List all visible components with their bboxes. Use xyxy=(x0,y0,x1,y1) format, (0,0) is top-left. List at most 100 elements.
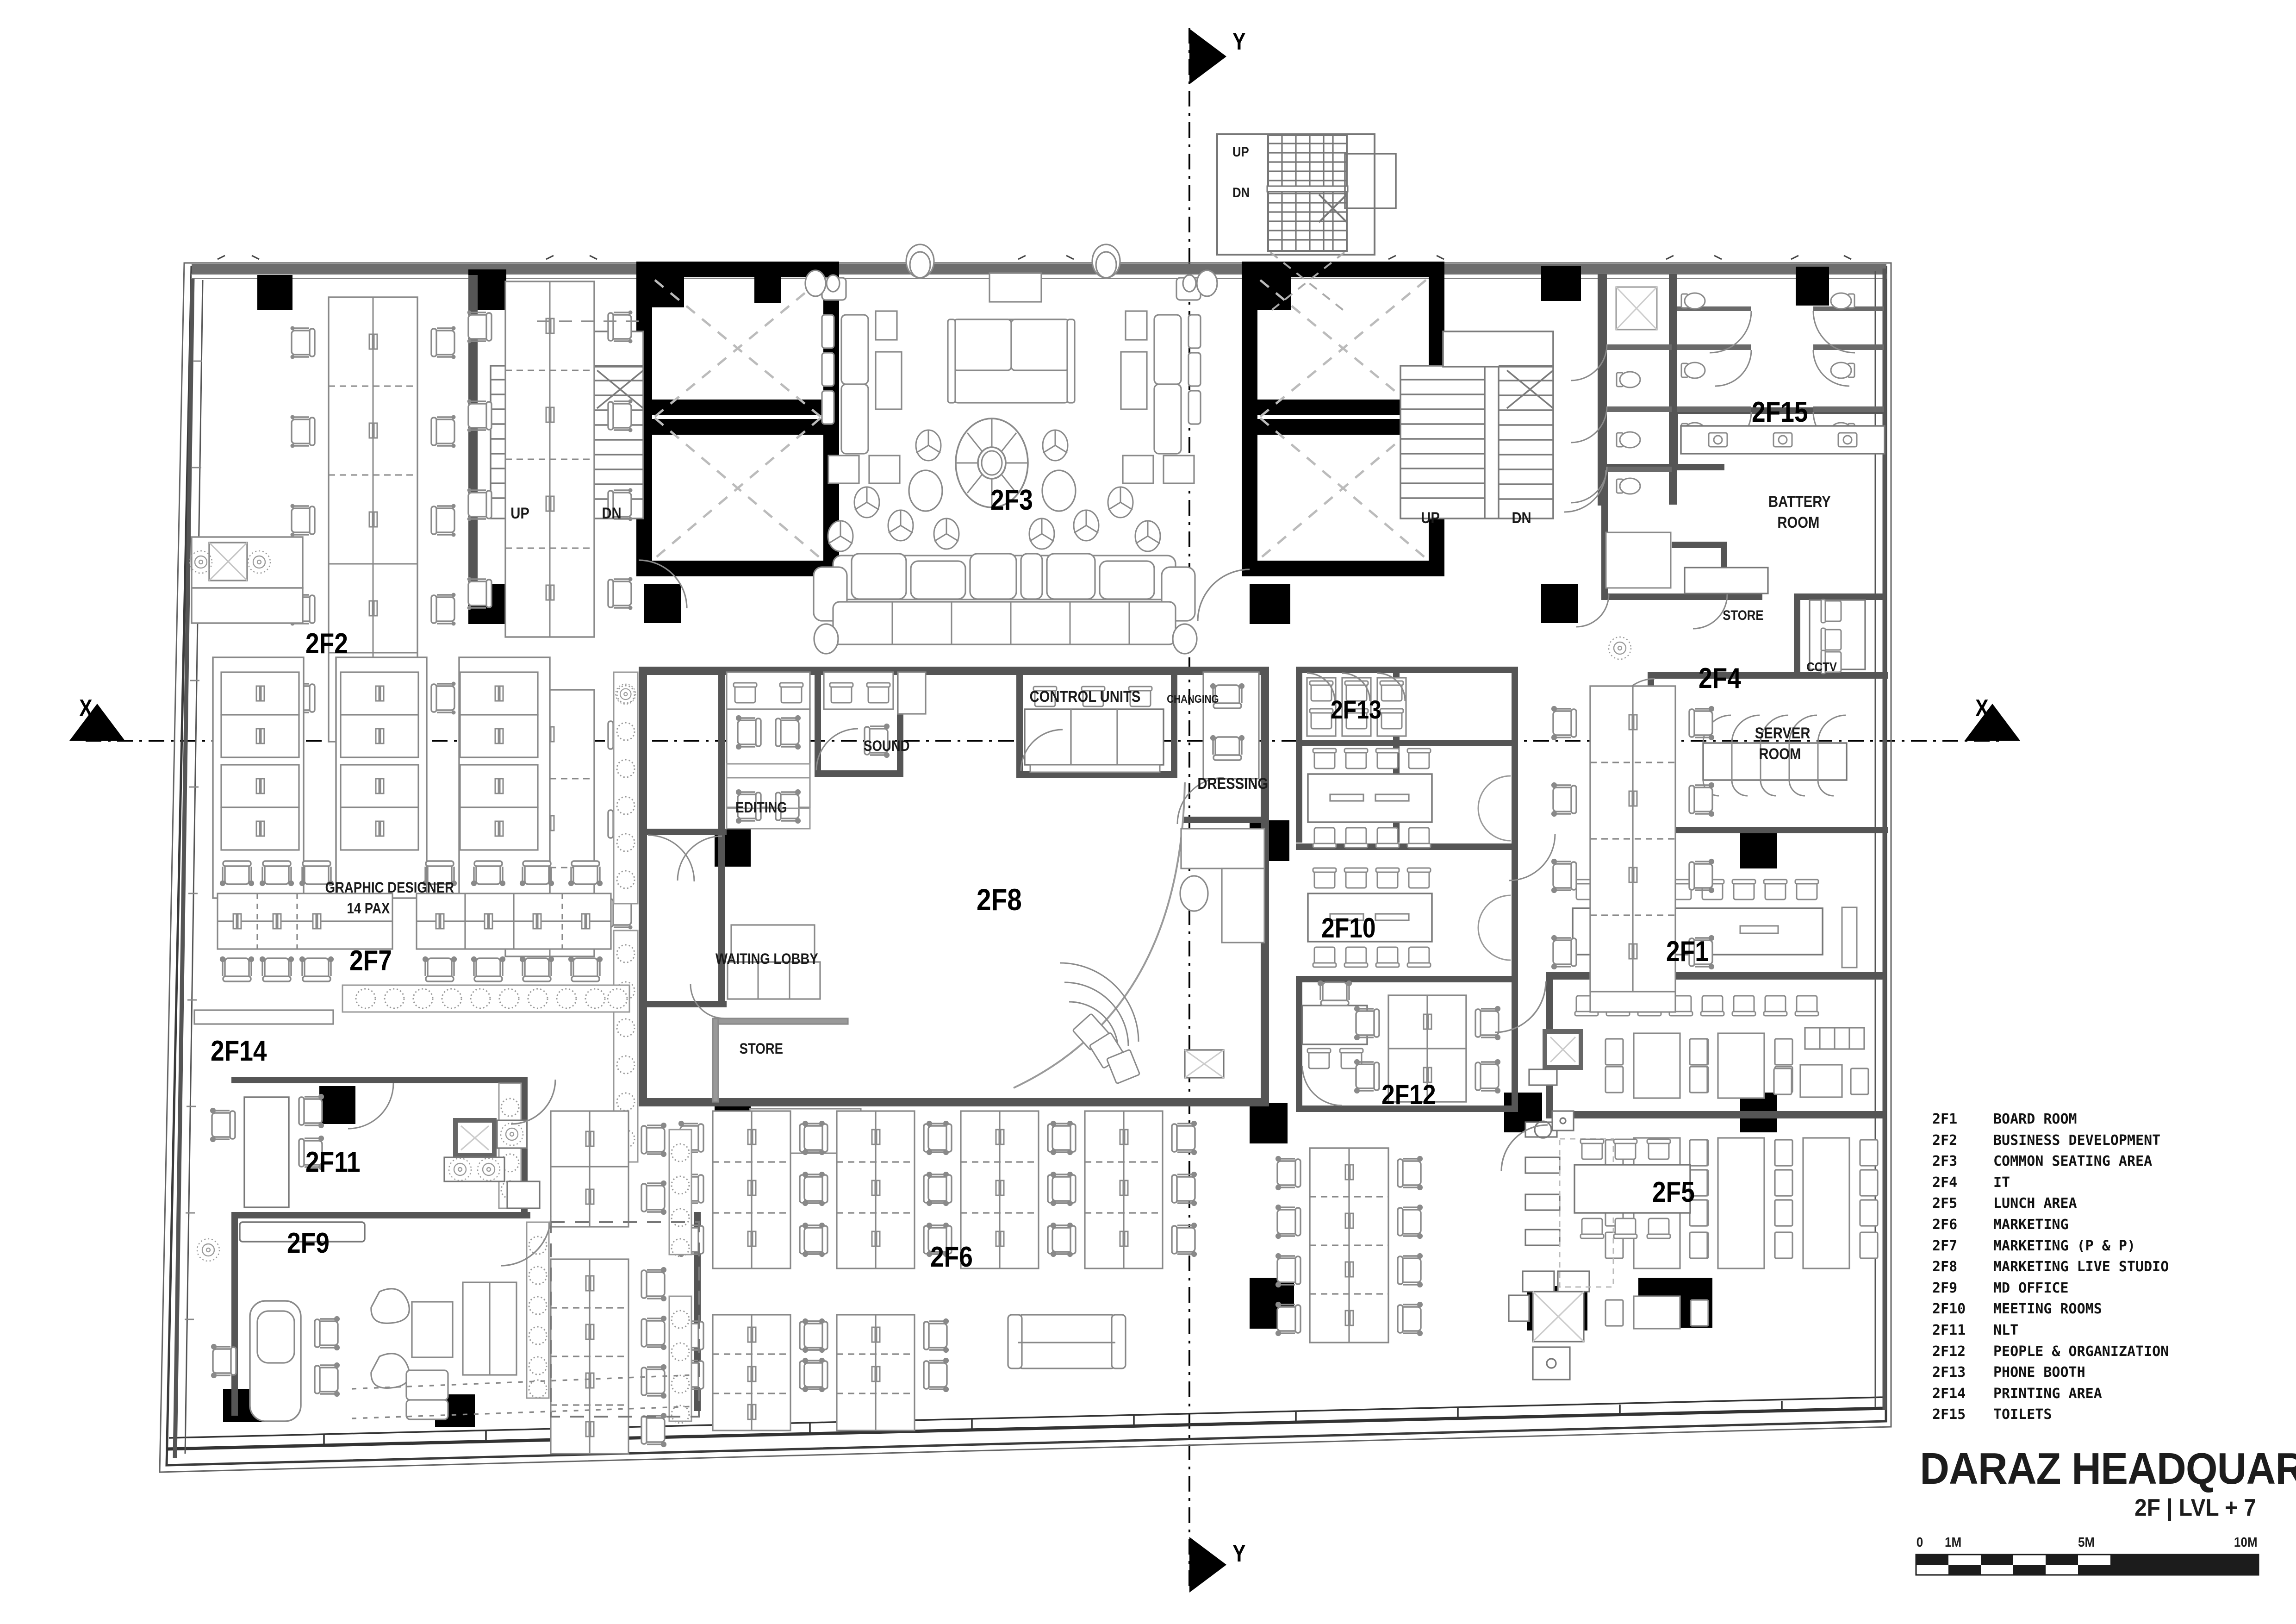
legend-code: 2F6 xyxy=(1932,1216,1958,1233)
axis-label-x-left: X xyxy=(79,695,93,722)
label-store-it: STORE xyxy=(1723,608,1764,623)
legend-row: 2F2 BUSINESS DEVELOPMENT xyxy=(1932,1130,2169,1151)
scale-bar-graphic xyxy=(1915,1554,2259,1576)
project-title: DARAZ HEADQUARTERS xyxy=(1920,1444,2296,1493)
zone-2F7 xyxy=(217,860,630,1013)
room-code-2F2: 2F2 xyxy=(305,628,348,660)
legend-name: BOARD ROOM xyxy=(1993,1111,2077,1127)
legend-name: MARKETING xyxy=(1993,1216,2069,1233)
zone-2F9 xyxy=(196,1118,700,1422)
zone-2F15 xyxy=(1570,286,1885,504)
zone-2F4 xyxy=(1564,470,1866,797)
label-cctv: CCTV xyxy=(1806,660,1837,674)
scale-tick-1m: 1M xyxy=(1945,1535,1962,1550)
legend-code: 2F11 xyxy=(1932,1322,1966,1338)
axis-marker-y-bottom xyxy=(1189,1537,1226,1593)
legend-name: PRINTING AREA xyxy=(1993,1385,2102,1402)
room-code-2F1: 2F1 xyxy=(1666,936,1709,968)
legend-code: 2F12 xyxy=(1932,1343,1966,1360)
room-code-2F7: 2F7 xyxy=(349,945,392,977)
legend-code: 2F3 xyxy=(1932,1153,1958,1170)
label-stair-dn-top: DN xyxy=(1232,185,1250,200)
zone-2F2-lower-desks xyxy=(220,671,539,851)
axis-label-y-top: Y xyxy=(1232,28,1246,55)
legend-code: 2F5 xyxy=(1932,1195,1958,1212)
label-stair-up-top: UP xyxy=(1232,144,1249,160)
room-code-2F3: 2F3 xyxy=(990,484,1033,516)
legend-name: NLT xyxy=(1993,1322,2019,1338)
zone-2F6 xyxy=(550,1110,1197,1455)
room-code-2F4: 2F4 xyxy=(1699,662,1741,694)
axis-label-y-bottom: Y xyxy=(1232,1540,1246,1567)
legend-row: 2F1 BOARD ROOM xyxy=(1932,1109,2169,1130)
zone-2F13 xyxy=(1306,672,1407,737)
legend-code: 2F1 xyxy=(1932,1111,1958,1127)
legend-name: MD OFFICE xyxy=(1993,1280,2069,1296)
room-code-2F13: 2F13 xyxy=(1331,695,1381,724)
label-store-studio: STORE xyxy=(739,1040,783,1057)
legend-code: 2F9 xyxy=(1932,1280,1958,1296)
room-code-2F11: 2F11 xyxy=(305,1146,361,1178)
zone-2F12 xyxy=(1275,980,1691,1380)
room-code-2F15: 2F15 xyxy=(1752,396,1808,428)
label-dressing: DRESSING xyxy=(1197,775,1269,793)
label-control-units: CONTROL UNITS xyxy=(1029,688,1141,706)
scale-tick-0: 0 xyxy=(1916,1535,1923,1550)
legend-code: 2F10 xyxy=(1932,1301,1966,1318)
legend-row: 2F13 PHONE BOOTH xyxy=(1932,1362,2169,1383)
label-waiting-lobby: WAITING LOBBY xyxy=(716,950,818,967)
zone-2F14 xyxy=(193,1009,334,1025)
stair-top xyxy=(1216,133,1397,312)
legend-code: 2F13 xyxy=(1932,1364,1966,1381)
zone-right-workstations xyxy=(1551,685,1715,1013)
legend-row: 2F5 LUNCH AREA xyxy=(1932,1193,2169,1214)
label-editing: EDITING xyxy=(735,799,787,816)
label-battery-room-1: BATTERY xyxy=(1768,493,1831,511)
label-graphic-designer: GRAPHIC DESIGNER xyxy=(325,879,454,896)
legend-name: LUNCH AREA xyxy=(1993,1195,2077,1212)
legend-code: 2F7 xyxy=(1932,1237,1958,1254)
axis-label-x-right: X xyxy=(1975,695,1989,722)
legend-name: PHONE BOOTH xyxy=(1993,1364,2085,1381)
sheet-level-subtitle: 2F | LVL + 7 xyxy=(2134,1494,2256,1521)
room-code-2F6: 2F6 xyxy=(930,1241,973,1273)
room-code-2F5: 2F5 xyxy=(1652,1176,1695,1208)
room-code-2F12: 2F12 xyxy=(1381,1079,1436,1110)
axis-marker-y-top xyxy=(1189,29,1226,84)
door-swings xyxy=(500,559,1548,1267)
legend-name: MEETING ROOMS xyxy=(1993,1301,2102,1318)
title-block: DARAZ HEADQUARTERS 2F | LVL + 7 xyxy=(1891,1444,2296,1521)
legend-row: 2F10 MEETING ROOMS xyxy=(1932,1299,2169,1320)
room-code-2F14: 2F14 xyxy=(211,1035,267,1067)
label-graphic-pax: 14 PAX xyxy=(347,900,390,917)
legend-name: IT xyxy=(1993,1174,2010,1191)
label-stair-up-left: UP xyxy=(510,505,529,522)
legend-row: 2F9 MD OFFICE xyxy=(1932,1278,2169,1299)
label-stair-dn-left: DN xyxy=(602,505,622,522)
legend-row: 2F11 NLT xyxy=(1932,1320,2169,1341)
label-sound: SOUND xyxy=(864,737,910,754)
legend-code: 2F2 xyxy=(1932,1132,1958,1149)
legend-name: TOILETS xyxy=(1993,1406,2052,1423)
west-curtain-wall xyxy=(173,277,204,1459)
label-battery-room-2: ROOM xyxy=(1777,514,1820,531)
legend-name: BUSINESS DEVELOPMENT xyxy=(1993,1132,2161,1149)
legend-code: 2F8 xyxy=(1932,1259,1958,1275)
south-curtain-wall xyxy=(166,1396,1885,1451)
legend-name: MARKETING LIVE STUDIO xyxy=(1993,1259,2169,1275)
legend-row: 2F8 MARKETING LIVE STUDIO xyxy=(1932,1256,2169,1278)
axis-marker-x-left xyxy=(69,704,125,741)
legend-row: 2F6 MARKETING xyxy=(1932,1214,2169,1236)
stair-right xyxy=(1400,331,1554,519)
room-code-2F8: 2F8 xyxy=(977,882,1022,917)
zone-2F10 xyxy=(1307,748,1511,968)
room-code-2F10: 2F10 xyxy=(1321,912,1376,943)
label-server-room-1: SERVER xyxy=(1755,725,1811,742)
